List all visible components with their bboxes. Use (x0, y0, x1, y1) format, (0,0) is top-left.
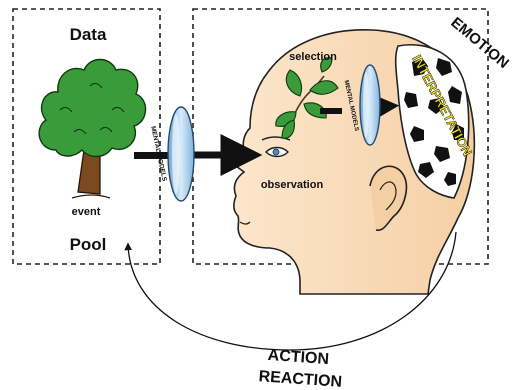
data-pool-box (12, 8, 161, 265)
selection-to-lens-bar (320, 108, 342, 114)
reaction-label: REACTION (258, 368, 343, 390)
emotion-label: EMOTION (447, 14, 512, 72)
ear (369, 165, 408, 232)
selection-label: selection (289, 51, 337, 63)
event-label: event (72, 206, 101, 218)
feedback-loop-arrow (124, 231, 457, 351)
action-label: ACTION (267, 347, 329, 368)
data-pool-title-bottom: Pool (70, 235, 107, 254)
tree-icon (38, 58, 147, 199)
brain-puzzle-pattern (404, 58, 464, 186)
tree-to-lens-bar (134, 152, 168, 159)
leaves-icon (275, 57, 339, 139)
observation-label: observation (261, 179, 324, 191)
inner-lens (359, 64, 381, 146)
data-pool-title-top: Data (70, 25, 107, 44)
outer-lens (167, 106, 195, 202)
